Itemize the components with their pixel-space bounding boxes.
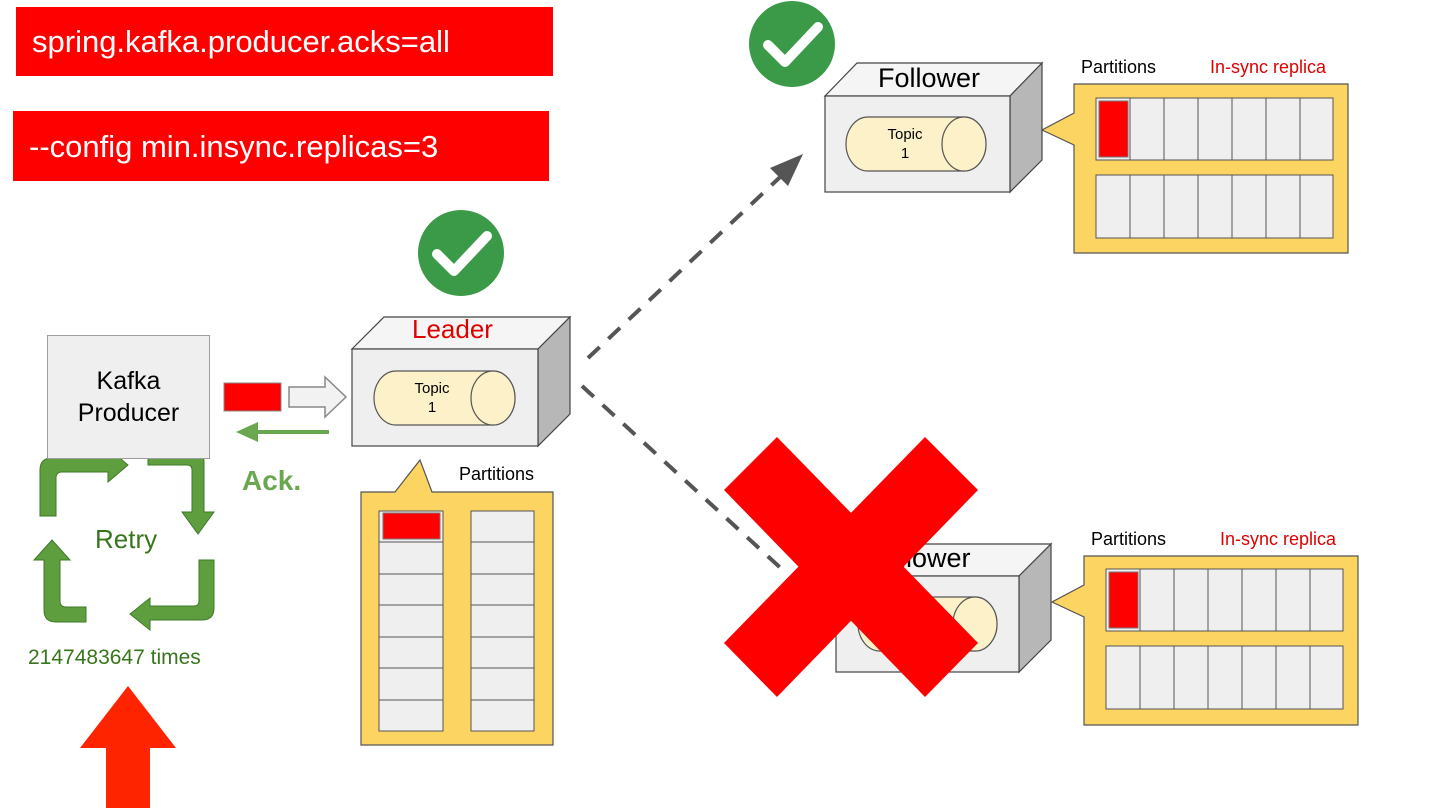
up-arrow-icon	[80, 686, 176, 808]
config-min-insync-text: --config min.insync.replicas=3	[29, 128, 439, 164]
retry-count-label: 2147483647 times	[28, 646, 201, 669]
follower-top-topic-name: Topic	[887, 126, 923, 143]
check-icon	[749, 1, 835, 87]
replication-line-bottom	[580, 384, 787, 574]
leader-partition-message	[382, 512, 441, 540]
producer-label-line1: Kafka	[96, 367, 161, 395]
ack-arrow-icon	[236, 422, 258, 442]
ack-label: Ack.	[242, 465, 302, 496]
producer-label-line2: Producer	[77, 399, 180, 427]
follower-bottom-isr-label: In-sync replica	[1220, 529, 1337, 549]
leader-partitions-panel	[360, 458, 554, 746]
follower-top-partitions-label: Partitions	[1081, 57, 1157, 77]
follower-bottom-partitions-label: Partitions	[1091, 529, 1167, 549]
follower-top-partition-message	[1098, 100, 1129, 158]
config-acks-text: spring.kafka.producer.acks=all	[32, 24, 450, 59]
leader-partitions-label: Partitions	[459, 464, 535, 484]
leader-topic-number: 1	[427, 398, 437, 416]
follower-top-topic-cylinder	[845, 116, 987, 172]
leader-topic-label: Topic 1	[411, 380, 453, 418]
follower-top-partitions-panel	[1040, 83, 1349, 254]
follower-top-topic-number: 1	[900, 144, 910, 162]
send-arrow-icon	[288, 375, 348, 419]
leader-topic-name: Topic	[414, 380, 450, 397]
config-acks-banner: spring.kafka.producer.acks=all	[16, 7, 553, 76]
check-icon	[418, 210, 504, 296]
follower-top-topic-label: Topic 1	[884, 126, 926, 164]
follower-top-label: Follower	[878, 63, 981, 93]
replication-line-top	[586, 161, 797, 360]
message-block	[223, 382, 282, 412]
follower-bottom-partitions-panel	[1050, 555, 1359, 726]
kafka-producer-box: Kafka Producer	[47, 335, 210, 459]
retry-arrow-icon	[32, 446, 215, 632]
replication-arrowhead-top	[770, 154, 803, 186]
follower-bottom-partition-message	[1108, 571, 1139, 629]
leader-label: Leader	[412, 314, 493, 344]
retry-label: Retry	[95, 524, 158, 554]
config-min-insync-banner: --config min.insync.replicas=3	[13, 111, 549, 181]
leader-topic-cylinder	[373, 370, 516, 426]
follower-top-isr-label: In-sync replica	[1210, 57, 1327, 77]
cross-icon	[724, 437, 978, 697]
